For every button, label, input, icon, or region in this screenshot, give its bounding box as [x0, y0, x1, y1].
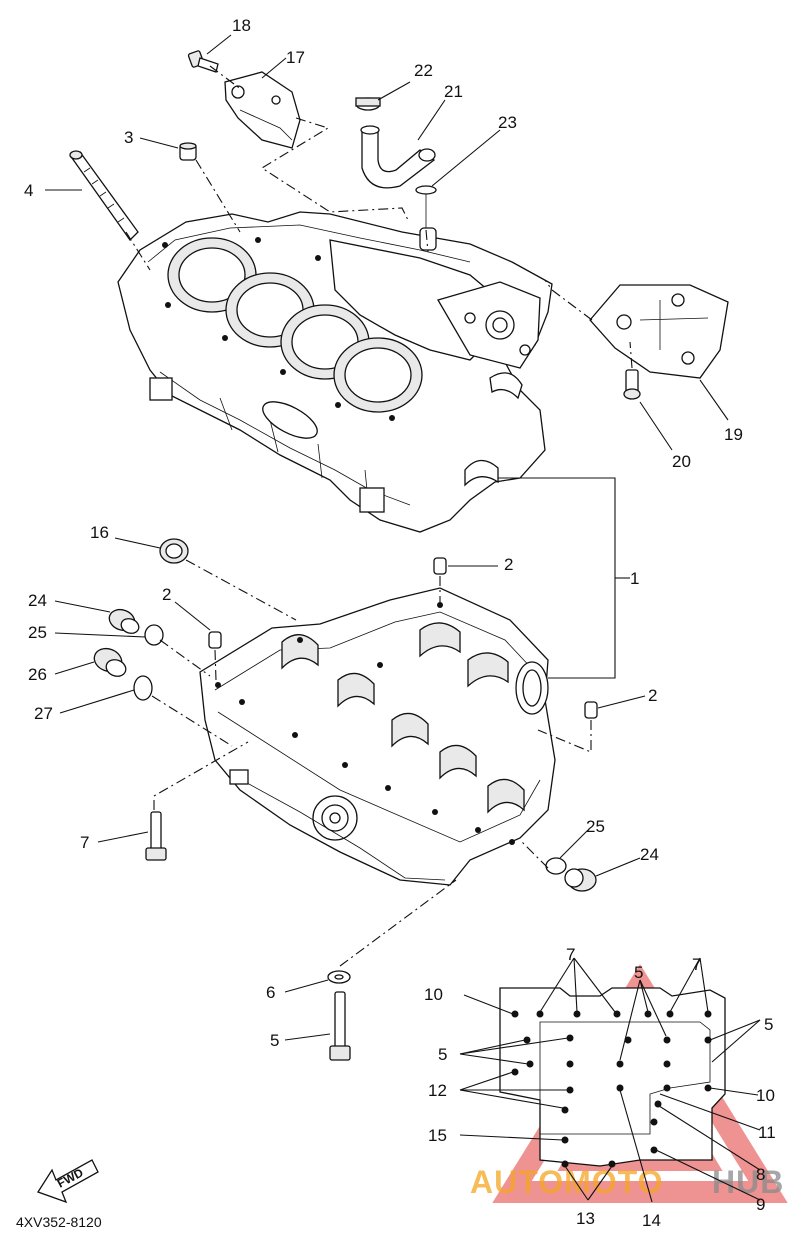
assembly-lines: [125, 65, 633, 967]
callout-2b: 2: [162, 585, 171, 604]
callout-10-right: 10: [756, 1086, 775, 1105]
callout-10-left: 10: [424, 985, 443, 1004]
callout-labels: 18 17 3 4 22 21 23 19 20 16 2 1 2 24 25 …: [24, 16, 776, 1230]
dowel-pin-2c: [584, 701, 598, 719]
dowel-pin-2a: [433, 557, 447, 575]
callout-4: 4: [24, 181, 33, 200]
callout-18: 18: [232, 16, 251, 35]
breather-hose-21: [360, 125, 436, 189]
callout-23: 23: [498, 113, 517, 132]
plug-24-right: [564, 868, 597, 892]
leader-lines: [45, 34, 761, 1203]
callout-24-left: 24: [28, 591, 47, 610]
callout-5-inset-top: 5: [634, 963, 643, 982]
callout-16: 16: [90, 523, 109, 542]
flange-bolt-5: [329, 991, 351, 1061]
plug-24-left: [108, 608, 140, 634]
callout-11: 11: [758, 1123, 776, 1142]
o-ring-25-left: [144, 624, 164, 646]
callout-20: 20: [672, 452, 691, 471]
callout-14: 14: [642, 1211, 661, 1230]
fwd-direction-arrow: FWD: [37, 1159, 99, 1204]
hose-clamp-22: [355, 97, 381, 111]
plug-16: [159, 538, 189, 564]
flange-bolt-7: [145, 811, 167, 861]
bearing-saddles: [281, 622, 525, 814]
o-ring-25-right: [545, 857, 567, 875]
callout-7-inset-left: 7: [566, 945, 575, 964]
callout-12: 12: [428, 1081, 447, 1100]
callout-25-right: 25: [586, 817, 605, 836]
callout-2a: 2: [504, 555, 513, 574]
watermark-text-automoto: AUTOMOTO: [470, 1164, 663, 1200]
callout-7: 7: [80, 833, 89, 852]
breather-cover-17: [224, 71, 301, 149]
callout-5-inset-right: 5: [764, 1015, 773, 1034]
callout-5-inset-left: 5: [438, 1045, 447, 1064]
washer-6: [327, 970, 351, 984]
o-ring-27: [133, 675, 153, 701]
callout-25-left: 25: [28, 623, 47, 642]
callout-21: 21: [444, 82, 463, 101]
bolt-20: [623, 369, 641, 400]
callout-22: 22: [414, 61, 433, 80]
callout-2c: 2: [648, 686, 657, 705]
bolt-tightening-inset: [499, 987, 726, 1168]
dowel-pin-2b: [208, 631, 222, 649]
upper-crankcase: [117, 211, 553, 533]
callout-26: 26: [28, 665, 47, 684]
diagram-part-code: 4XV352-8120: [16, 1214, 102, 1230]
plug-26: [93, 647, 127, 677]
callout-9: 9: [756, 1195, 765, 1214]
callout-7-inset-right: 7: [692, 955, 701, 974]
callout-5: 5: [270, 1031, 279, 1050]
lower-crankcase: [199, 587, 556, 886]
callout-17: 17: [286, 48, 305, 67]
callout-15: 15: [428, 1126, 447, 1145]
callout-27: 27: [34, 704, 53, 723]
callout-1: 1: [630, 569, 639, 588]
stud-bolt-4: [69, 150, 139, 242]
clip-23: [415, 185, 437, 228]
cover-plate-19: [589, 284, 729, 379]
callout-19: 19: [724, 425, 743, 444]
callout-6: 6: [266, 983, 275, 1002]
callout-3: 3: [124, 128, 133, 147]
dowel-3: [179, 142, 197, 161]
callout-8: 8: [756, 1165, 765, 1184]
callout-13: 13: [576, 1209, 595, 1228]
callout-24-right: 24: [640, 845, 659, 864]
cylinder-bores: [167, 237, 423, 413]
